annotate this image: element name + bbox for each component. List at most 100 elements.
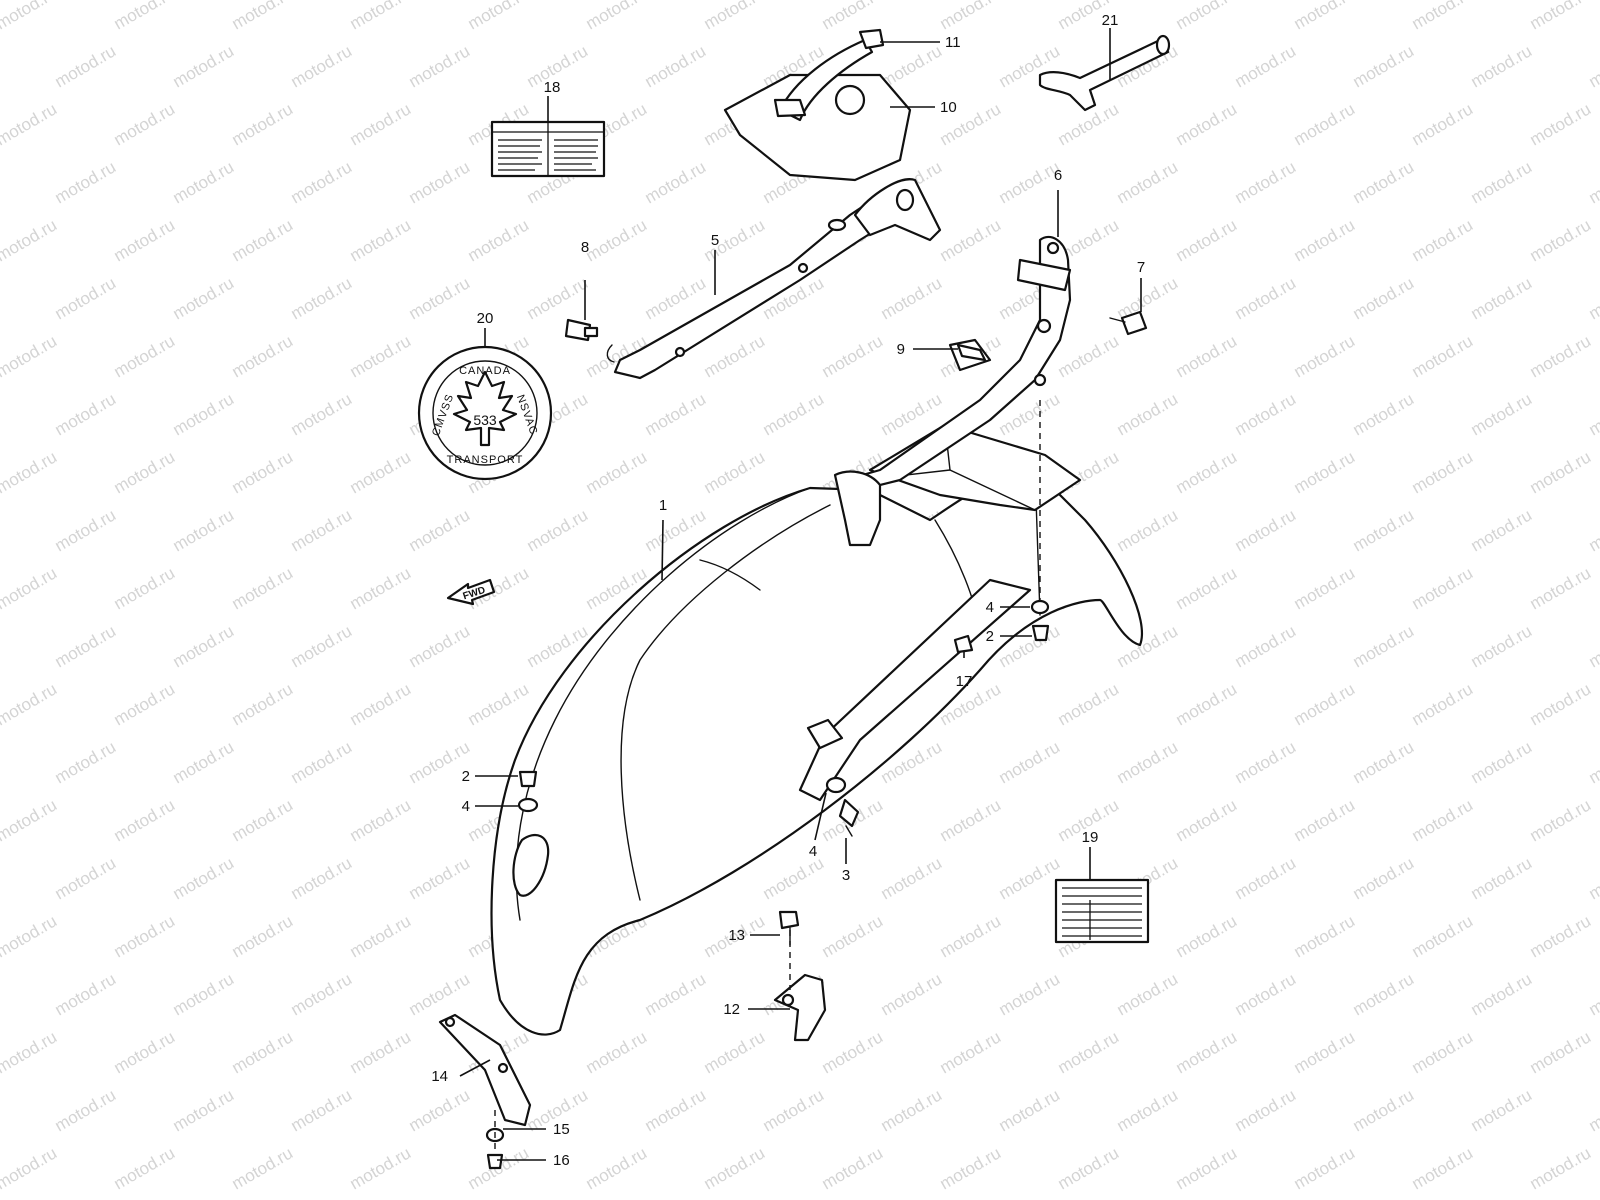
callout-17: 17 — [956, 673, 973, 690]
watermark-text: motod.ru — [642, 157, 710, 207]
watermark-text: motod.ru — [819, 911, 887, 961]
watermark-text: motod.ru — [347, 1027, 415, 1077]
watermark-text: motod.ru — [1586, 389, 1600, 439]
watermark-text: motod.ru — [1291, 99, 1359, 149]
watermark-text: motod.ru — [1527, 0, 1595, 33]
watermark-text: motod.ru — [1173, 331, 1241, 381]
watermark-text: motod.ru — [52, 737, 120, 787]
watermark-text: motod.ru — [0, 389, 1, 439]
watermark-text: motod.ru — [170, 621, 238, 671]
watermark-text: motod.ru — [1350, 505, 1418, 555]
watermark-text: motod.ru — [0, 679, 60, 729]
watermark-text: motod.ru — [0, 621, 1, 671]
strap-part-11 — [773, 28, 885, 122]
callout-16: 16 — [553, 1152, 570, 1169]
callout-20: 20 — [477, 310, 494, 327]
watermark-text: motod.ru — [524, 273, 592, 323]
watermark-text: motod.ru — [1232, 737, 1300, 787]
callout-15: 15 — [553, 1121, 570, 1138]
watermark-text: motod.ru — [1468, 737, 1536, 787]
watermark-text: motod.ru — [1527, 447, 1595, 497]
watermark-text: motod.ru — [347, 795, 415, 845]
screw-part-2-right — [1031, 624, 1050, 642]
watermark-text: motod.ru — [170, 969, 238, 1019]
watermark-text: motod.ru — [111, 331, 179, 381]
watermark-text: motod.ru — [0, 0, 60, 33]
watermark-text: motod.ru — [583, 1143, 651, 1193]
watermark-text: motod.ru — [819, 1143, 887, 1193]
watermark-text: motod.ru — [52, 1085, 120, 1135]
watermark-text: motod.ru — [1586, 41, 1600, 91]
watermark-text: motod.ru — [1586, 737, 1600, 787]
watermark-text: motod.ru — [347, 679, 415, 729]
callout-19: 19 — [1082, 829, 1099, 846]
label-sticker-part-19 — [1054, 878, 1150, 944]
watermark-text: motod.ru — [937, 215, 1005, 265]
emblem-number: 533 — [473, 412, 497, 428]
watermark-text: motod.ru — [1232, 505, 1300, 555]
watermark-text: motod.ru — [229, 0, 297, 33]
watermark-text: motod.ru — [229, 99, 297, 149]
callout-7: 7 — [1137, 259, 1145, 276]
watermark-text: motod.ru — [0, 331, 60, 381]
watermark-text: motod.ru — [1586, 969, 1600, 1019]
watermark-text: motod.ru — [406, 41, 474, 91]
watermark-text: motod.ru — [1586, 621, 1600, 671]
watermark-text: motod.ru — [0, 505, 1, 555]
watermark-text: motod.ru — [1468, 505, 1536, 555]
watermark-text: motod.ru — [1291, 1143, 1359, 1193]
watermark-text: motod.ru — [1173, 1027, 1241, 1077]
watermark-text: motod.ru — [701, 331, 769, 381]
watermark-text: motod.ru — [465, 679, 533, 729]
watermark-text: motod.ru — [0, 1085, 1, 1135]
watermark-text: motod.ru — [1232, 621, 1300, 671]
watermark-text: motod.ru — [406, 505, 474, 555]
watermark-text: motod.ru — [406, 273, 474, 323]
watermark-text: motod.ru — [1291, 447, 1359, 497]
watermark-text: motod.ru — [0, 99, 60, 149]
clip-part-17 — [953, 634, 974, 654]
watermark-text: motod.ru — [229, 679, 297, 729]
watermark-text: motod.ru — [0, 273, 1, 323]
watermark-text: motod.ru — [0, 795, 60, 845]
watermark-text: motod.ru — [1527, 99, 1595, 149]
watermark-text: motod.ru — [1468, 1085, 1536, 1135]
watermark-text: motod.ru — [1527, 795, 1595, 845]
watermark-text: motod.ru — [465, 215, 533, 265]
watermark-text: motod.ru — [1409, 795, 1477, 845]
watermark-text: motod.ru — [1173, 99, 1241, 149]
watermark-text: motod.ru — [288, 1085, 356, 1135]
watermark-text: motod.ru — [1468, 157, 1536, 207]
watermark-text: motod.ru — [937, 911, 1005, 961]
watermark-text: motod.ru — [229, 1143, 297, 1193]
watermark-text: motod.ru — [1409, 1143, 1477, 1193]
callout-14: 14 — [431, 1068, 448, 1085]
watermark-text: motod.ru — [1114, 389, 1182, 439]
watermark-text: motod.ru — [52, 41, 120, 91]
watermark-text: motod.ru — [1586, 1085, 1600, 1135]
watermark-text: motod.ru — [1350, 853, 1418, 903]
watermark-text: motod.ru — [229, 563, 297, 613]
watermark-text: motod.ru — [1468, 273, 1536, 323]
watermark-text: motod.ru — [406, 1085, 474, 1135]
watermark-text: motod.ru — [1409, 563, 1477, 613]
watermark-text: motod.ru — [0, 969, 1, 1019]
callout-labels: 1 2 2 3 4 4 4 5 6 7 8 9 10 11 12 13 14 1… — [431, 12, 1145, 1169]
watermark-text: motod.ru — [406, 969, 474, 1019]
watermark-text: motod.ru — [1350, 389, 1418, 439]
watermark-text: motod.ru — [1232, 1085, 1300, 1135]
watermark-text: motod.ru — [111, 679, 179, 729]
watermark-text: motod.ru — [642, 1085, 710, 1135]
bolt-part-16 — [486, 1153, 504, 1170]
watermark-text: motod.ru — [0, 447, 60, 497]
watermark-text: motod.ru — [1586, 157, 1600, 207]
watermark-text: motod.ru — [52, 273, 120, 323]
watermark-text: motod.ru — [288, 737, 356, 787]
watermark-text: motod.ru — [1173, 215, 1241, 265]
seat-pad-part-10 — [723, 73, 912, 182]
watermark-text: motod.ru — [347, 99, 415, 149]
watermark-text: motod.ru — [1409, 99, 1477, 149]
watermark-text: motod.ru — [701, 1027, 769, 1077]
